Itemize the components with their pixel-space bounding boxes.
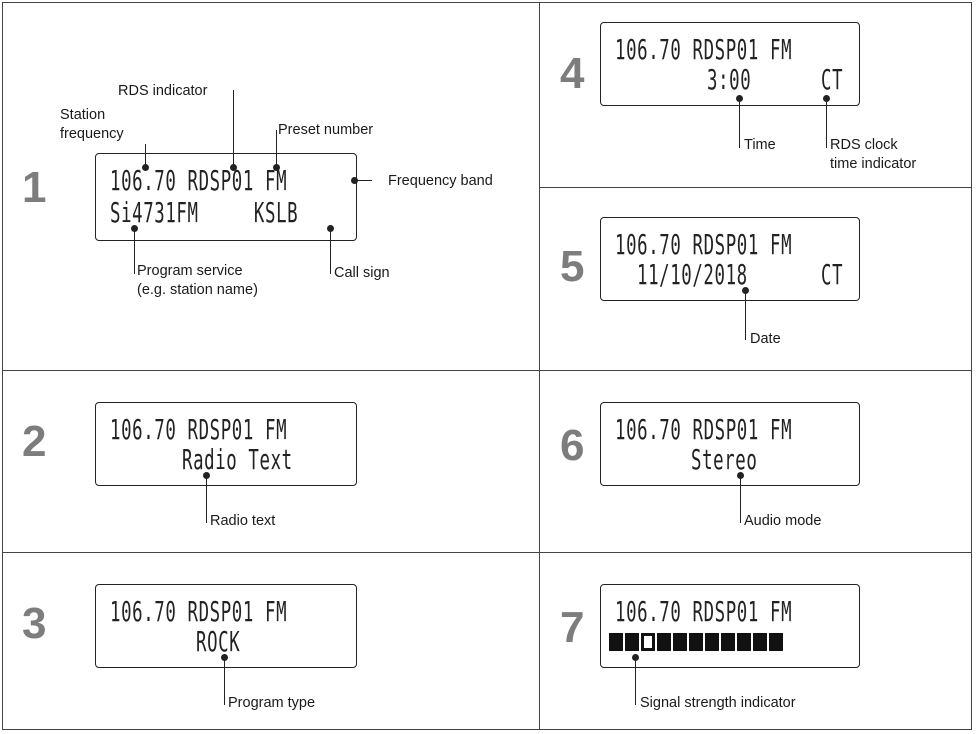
lcd-line-1: 106.70 RDSP01 FM (110, 413, 288, 446)
leader-line (739, 100, 740, 148)
signal-bar (721, 633, 735, 651)
lcd-display: 106.70 RDSP01 FM Si4731FM KSLB (95, 153, 357, 241)
leader-dot (203, 472, 210, 479)
label-signal-strength: Signal strength indicator (640, 695, 796, 711)
lcd-line-2: ROCK (196, 625, 241, 658)
lcd-display: 106.70 RDSP01 FM ROCK (95, 584, 357, 668)
leader-dot (823, 95, 830, 102)
lcd-display: 106.70 RDSP01 FM (600, 584, 860, 668)
leader-line (206, 477, 207, 523)
panel-number: 2 (22, 417, 47, 466)
divider-right-2 (539, 370, 972, 371)
lcd-line-2: 3:00 (707, 63, 752, 96)
label-rds-indicator: RDS indicator (118, 83, 208, 99)
lcd-display: 106.70 RDSP01 FM Radio Text (95, 402, 357, 486)
lcd-display: 106.70 RDSP01 FM 11/10/2018 CT (600, 217, 860, 301)
label-audio-mode: Audio mode (744, 513, 822, 529)
leader-dot (736, 95, 743, 102)
signal-bar (737, 633, 751, 651)
signal-bar (625, 633, 639, 651)
leader-line (635, 659, 636, 705)
label-date: Date (750, 331, 781, 347)
leader-dot (230, 164, 237, 171)
leader-line (224, 659, 225, 705)
leader-line (356, 180, 372, 181)
label-station-frequency: Station frequency (60, 107, 124, 142)
panel-number: 5 (560, 242, 585, 291)
panel-number: 4 (560, 49, 585, 98)
signal-strength-bars (609, 633, 783, 651)
lcd-line-1: 106.70 RDSP01 FM (615, 413, 793, 446)
signal-bar (769, 633, 783, 651)
lcd-line-2-right: CT (821, 258, 844, 291)
signal-bar (753, 633, 767, 651)
signal-bar (657, 633, 671, 651)
lcd-line-2: Radio Text (182, 443, 293, 476)
panel-number: 1 (22, 163, 47, 212)
leader-line (134, 230, 135, 274)
lcd-line-1: 106.70 RDSP01 FM (110, 164, 288, 197)
label-time: Time (744, 137, 776, 153)
signal-bar (705, 633, 719, 651)
label-call-sign: Call sign (334, 265, 390, 281)
leader-line (740, 477, 741, 523)
lcd-line-2: Si4731FM KSLB (110, 196, 299, 229)
lcd-line-2: Stereo (691, 443, 758, 476)
signal-bar (689, 633, 703, 651)
leader-dot (327, 225, 334, 232)
divider-vertical (539, 2, 540, 730)
lcd-display: 106.70 RDSP01 FM 3:00 CT (600, 22, 860, 106)
signal-bar (673, 633, 687, 651)
leader-line (276, 130, 277, 166)
lcd-line-1: 106.70 RDSP01 FM (110, 595, 288, 628)
label-program-type: Program type (228, 695, 316, 711)
divider-left-1 (2, 370, 539, 371)
leader-line (826, 100, 827, 148)
signal-bar (609, 633, 623, 651)
label-program-service: Program service (e.g. station name) (137, 263, 258, 298)
panel-number: 3 (22, 599, 47, 648)
leader-line (145, 144, 146, 166)
lcd-display: 106.70 RDSP01 FM Stereo (600, 402, 860, 486)
lcd-line-1: 106.70 RDSP01 FM (615, 33, 793, 66)
panel-number: 7 (560, 603, 585, 652)
leader-dot (632, 654, 639, 661)
leader-line (233, 90, 234, 166)
leader-line (745, 292, 746, 340)
leader-line (330, 230, 331, 274)
signal-bar (641, 633, 655, 651)
leader-dot (351, 177, 358, 184)
lcd-line-2: 11/10/2018 (637, 258, 748, 291)
leader-dot (737, 472, 744, 479)
label-preset-number: Preset number (278, 122, 374, 138)
lcd-line-1: 106.70 RDSP01 FM (615, 595, 793, 628)
label-radio-text: Radio text (210, 513, 276, 529)
leader-dot (142, 164, 149, 171)
leader-dot (131, 225, 138, 232)
label-rds-clock: RDS clock time indicator (830, 137, 917, 172)
leader-dot (273, 164, 280, 171)
panel-number: 6 (560, 421, 585, 470)
leader-dot (742, 287, 749, 294)
lcd-line-1: 106.70 RDSP01 FM (615, 228, 793, 261)
divider-right-3 (539, 552, 972, 553)
divider-left-2 (2, 552, 539, 553)
label-frequency-band: Frequency band (388, 173, 493, 189)
lcd-line-2-right: CT (821, 63, 844, 96)
divider-right-1 (539, 187, 972, 188)
leader-dot (221, 654, 228, 661)
